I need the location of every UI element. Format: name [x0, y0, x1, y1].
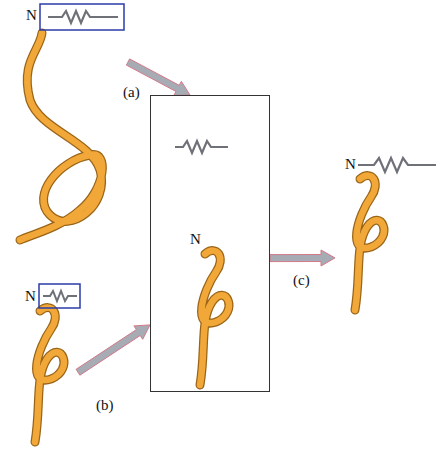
tag-box: [39, 284, 80, 308]
step-label: (c): [292, 272, 311, 288]
protein-chain: [355, 176, 384, 310]
tag-zigzag: [358, 158, 436, 172]
tag-zigzag: [175, 141, 228, 153]
cleavage-box: N: [150, 95, 270, 392]
tagged-protein: N: [5, 2, 128, 247]
step-label: (b): [95, 397, 115, 413]
tag-zigzag: [43, 291, 77, 301]
block-arrow: [270, 250, 335, 266]
terminus-label: N: [345, 157, 356, 172]
block-arrow: [76, 325, 150, 375]
terminus-label: N: [190, 232, 201, 247]
tag-zigzag: [48, 11, 118, 23]
step-label: (a): [122, 84, 141, 100]
terminus-label: N: [25, 289, 36, 304]
protein-chain: [200, 251, 229, 385]
tagged-protein: N: [8, 288, 78, 450]
terminus-label: N: [26, 8, 37, 23]
product-protein: N: [335, 150, 440, 320]
tag-box: [40, 4, 124, 30]
protein-chain: [20, 33, 102, 240]
protein-chain: [35, 308, 64, 442]
